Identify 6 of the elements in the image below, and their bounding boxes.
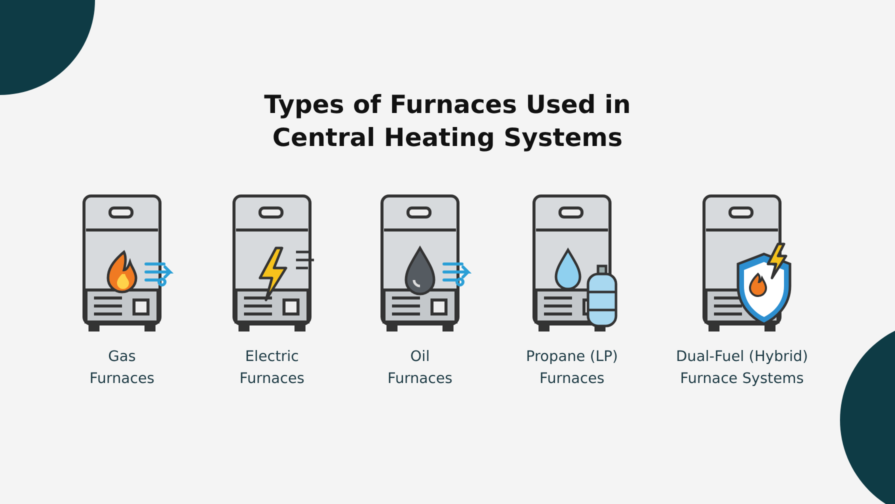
furnace-caption: Gas Furnaces xyxy=(88,348,156,389)
furnace-caption: Oil Furnaces xyxy=(386,348,454,389)
furnace-caption: Propane (LP) Furnaces xyxy=(525,348,619,389)
title: Types of Furnaces Used in Central Heating Systems xyxy=(263,89,632,154)
furnace-caption: Electric Furnaces xyxy=(238,348,306,389)
furnace-caption: Dual-Fuel (Hybrid) Furnace Systems xyxy=(675,348,809,389)
